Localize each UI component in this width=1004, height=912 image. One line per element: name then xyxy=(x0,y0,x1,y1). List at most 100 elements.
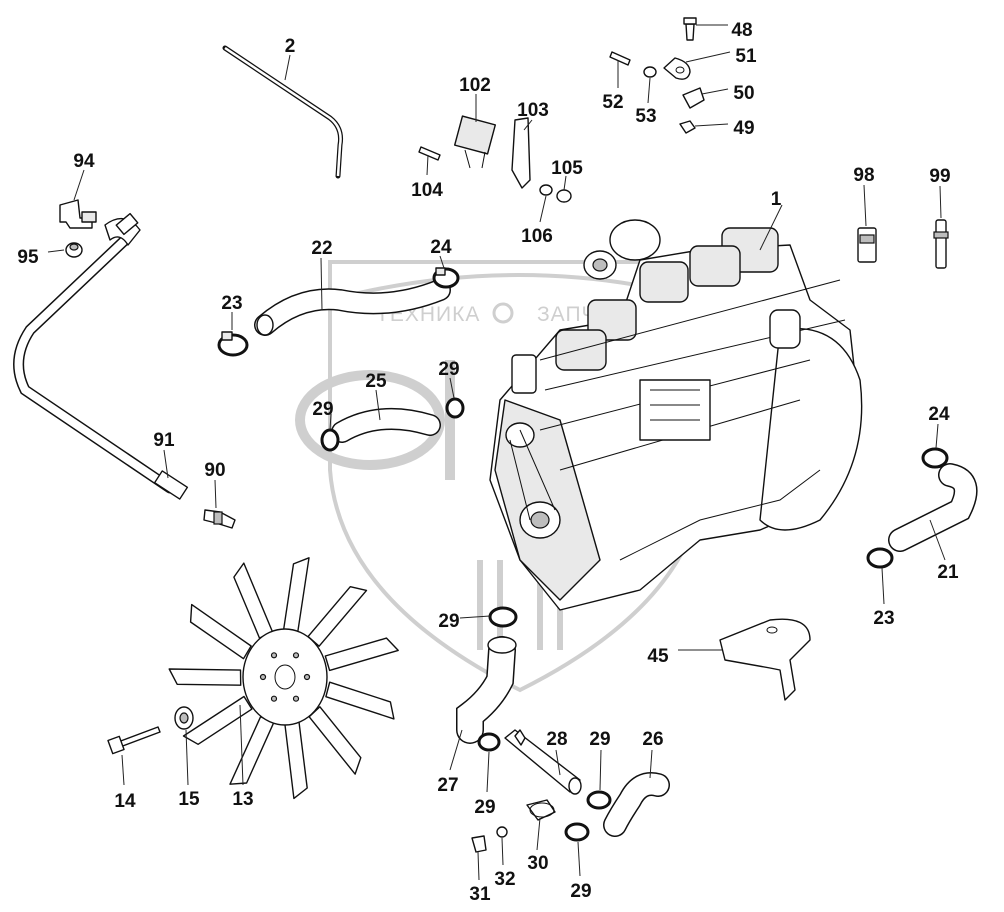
leader-line xyxy=(929,519,946,561)
callout-label: 21 xyxy=(937,562,959,583)
part-102-relay xyxy=(453,115,497,169)
fan-bolt-hole xyxy=(259,673,267,681)
part-98-sensor xyxy=(857,227,877,263)
callout-label: 29 xyxy=(474,797,495,818)
fan-blade xyxy=(233,562,274,639)
leader-line xyxy=(577,841,581,877)
callout-label: 106 xyxy=(521,226,553,247)
fan-blade xyxy=(284,721,308,800)
callout-label: 13 xyxy=(232,789,253,810)
fan-hub-center xyxy=(274,664,296,690)
part-51-lug xyxy=(663,57,691,80)
leader-line xyxy=(459,615,491,619)
leader-line xyxy=(449,377,455,399)
leader-line xyxy=(426,154,429,176)
part-50-clip xyxy=(682,87,705,109)
callout-label: 31 xyxy=(469,884,491,905)
callout-label: 22 xyxy=(311,238,332,259)
callout-label: 23 xyxy=(873,608,894,629)
leader-line xyxy=(375,389,381,421)
callout-label: 23 xyxy=(221,293,242,314)
part-23-clamp-b xyxy=(866,547,894,569)
fan-bolt-hole xyxy=(270,695,278,702)
part-29-clamp-c xyxy=(488,606,518,628)
part-103-bracket xyxy=(511,117,531,189)
leader-line xyxy=(47,249,65,253)
part-45-bracket xyxy=(719,618,811,701)
part-49-nut xyxy=(679,120,696,134)
leader-line xyxy=(185,729,189,786)
part-31-bolt xyxy=(471,835,487,853)
leader-line xyxy=(329,413,332,431)
part-52-bolt xyxy=(609,51,631,66)
fan-bolt-hole xyxy=(292,695,300,702)
fan-blade xyxy=(308,706,362,775)
callout-label: 51 xyxy=(735,46,757,67)
leader-line xyxy=(599,749,602,791)
part-90-fitting xyxy=(203,509,236,529)
callout-label: 95 xyxy=(17,247,39,268)
leader-line xyxy=(121,754,125,786)
part-28-pipe xyxy=(504,729,582,795)
fan-blade xyxy=(325,681,395,720)
callout-label: 32 xyxy=(494,869,515,890)
callout-label: 24 xyxy=(928,404,950,425)
part-23-clamp-a xyxy=(217,331,249,357)
fan-bolt-hole xyxy=(292,652,300,659)
fan-blade xyxy=(229,716,275,785)
leader-lines xyxy=(47,24,946,881)
fan-blade xyxy=(282,557,310,633)
callout-label: 50 xyxy=(733,83,754,104)
callout-label: 29 xyxy=(570,881,591,902)
leader-line xyxy=(214,479,217,509)
fan-blade xyxy=(168,668,242,686)
callout-label: 98 xyxy=(853,165,874,186)
callout-label: 94 xyxy=(73,151,95,172)
part-25-hose xyxy=(331,407,441,443)
part-29-clamp-e xyxy=(586,790,612,810)
fan-blade xyxy=(324,637,399,672)
leader-line xyxy=(685,51,731,63)
leader-line xyxy=(320,257,323,311)
part-48-bolt xyxy=(683,17,697,41)
part-29-clamp-d xyxy=(477,732,501,752)
leader-line xyxy=(486,751,490,793)
leader-line xyxy=(939,185,942,219)
part-30-bracket xyxy=(526,799,556,821)
callout-label: 15 xyxy=(178,789,200,810)
part-13-fan xyxy=(168,557,399,800)
fan-blade xyxy=(182,695,253,745)
leader-line xyxy=(935,423,939,449)
leader-line xyxy=(539,195,547,223)
callout-label: 99 xyxy=(929,166,950,187)
callout-label: 91 xyxy=(153,430,175,451)
leader-line xyxy=(439,255,445,269)
engine-assembly xyxy=(489,219,863,611)
callout-label: 29 xyxy=(438,359,459,380)
leader-line xyxy=(881,567,885,605)
leader-line xyxy=(701,88,729,95)
callout-label: 53 xyxy=(635,106,656,127)
leader-line xyxy=(863,184,867,227)
callout-label: 90 xyxy=(204,460,225,481)
callout-label: 105 xyxy=(551,158,583,179)
part-24-clamp-b xyxy=(921,447,949,469)
part-21-hose xyxy=(888,463,978,552)
fan-hub xyxy=(242,628,328,726)
callout-label: 2 xyxy=(285,36,296,57)
fan-blade xyxy=(307,586,368,647)
leader-line xyxy=(239,704,244,786)
leader-line xyxy=(694,123,729,127)
leader-line xyxy=(73,169,85,201)
leader-line xyxy=(536,817,541,851)
leader-line xyxy=(284,54,291,81)
part-27-hose xyxy=(456,636,517,744)
leader-line xyxy=(649,749,653,779)
callout-label: 1 xyxy=(771,189,782,210)
callout-label: 14 xyxy=(114,791,136,812)
part-14-bolt xyxy=(107,726,161,755)
callout-label: 29 xyxy=(589,729,610,750)
callout-label: 28 xyxy=(546,729,567,750)
